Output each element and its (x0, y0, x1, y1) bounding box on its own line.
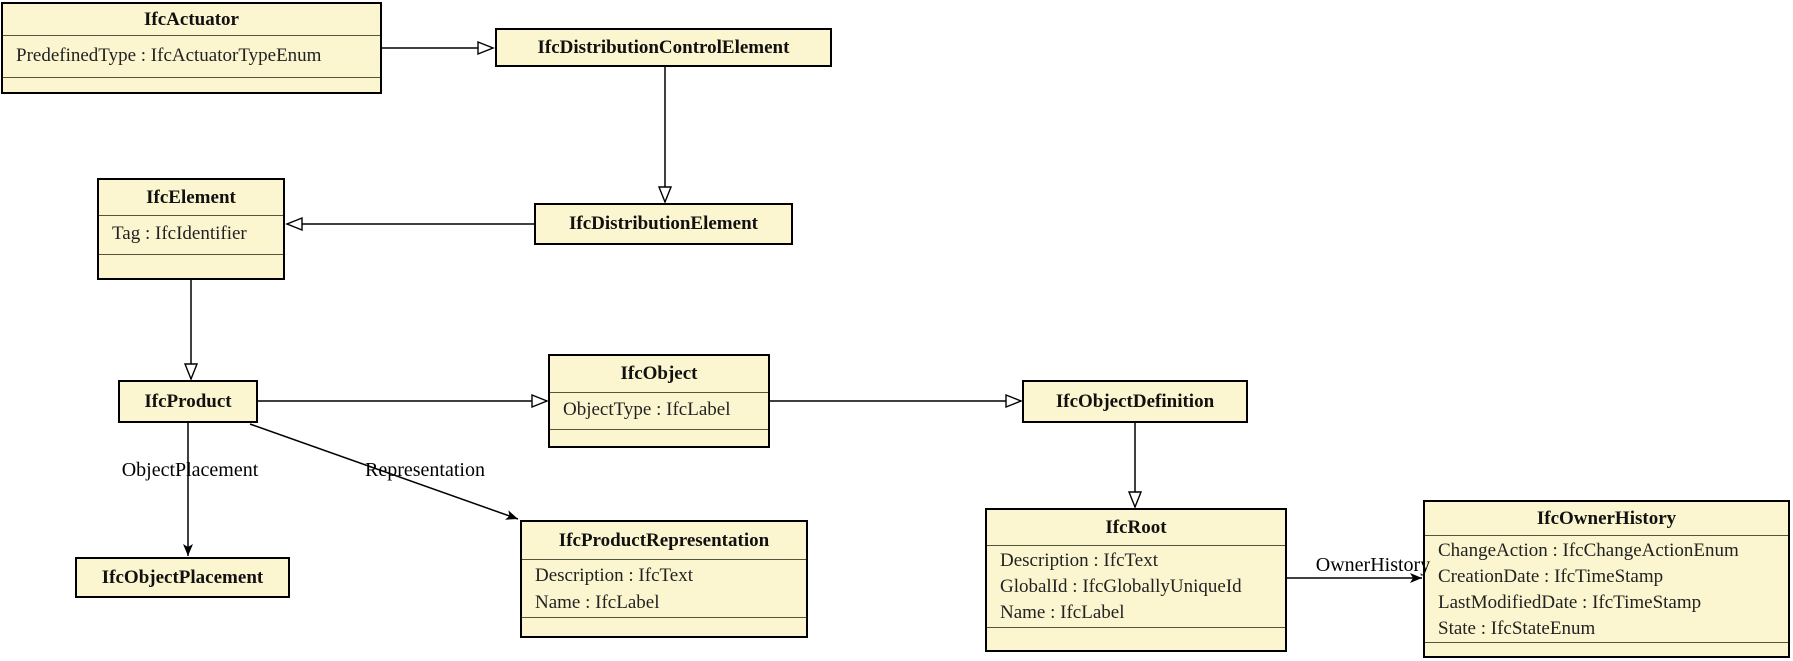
class-ifcownerhistory: IfcOwnerHistory ChangeAction : IfcChange… (1423, 500, 1790, 658)
class-ifcelement: IfcElement Tag : IfcIdentifier (97, 178, 285, 280)
class-operations-empty (99, 254, 283, 278)
edge-label-objectplacement: ObjectPlacement (121, 459, 259, 481)
attribute: ObjectType : IfcLabel (563, 399, 731, 420)
class-ifcdistributionelement: IfcDistributionElement (534, 203, 793, 245)
class-ifcobjectdefinition: IfcObjectDefinition (1022, 380, 1248, 423)
class-ifcactuator: IfcActuator PredefinedType : IfcActuator… (1, 2, 382, 94)
class-ifcobjectplacement: IfcObjectPlacement (75, 557, 290, 598)
class-operations-empty (522, 617, 806, 636)
class-title: IfcObjectDefinition (1055, 390, 1215, 412)
attribute: Name : IfcLabel (535, 592, 660, 613)
class-ifcroot: IfcRoot Description : IfcText GlobalId :… (985, 508, 1287, 652)
class-title: IfcObjectPlacement (101, 566, 264, 588)
attribute: GlobalId : IfcGloballyUniqueId (1000, 576, 1242, 597)
class-attributes: ObjectType : IfcLabel (550, 392, 768, 429)
edge-product-to-productrepresentation (249, 423, 519, 520)
class-title: IfcActuator (144, 8, 239, 30)
class-title: IfcDistributionControlElement (537, 36, 790, 58)
class-title: IfcObject (620, 363, 698, 384)
attribute: Tag : IfcIdentifier (112, 223, 247, 244)
attribute: Description : IfcText (535, 565, 694, 586)
class-ifcproductrepresentation: IfcProductRepresentation Description : I… (520, 520, 808, 638)
class-title: IfcRoot (1105, 516, 1167, 538)
class-title: IfcElement (146, 186, 236, 208)
attribute: Name : IfcLabel (1000, 602, 1125, 623)
class-ifcdistributioncontrolelement: IfcDistributionControlElement (495, 28, 832, 67)
class-title: IfcProductRepresentation (558, 529, 770, 551)
class-title: IfcProduct (144, 390, 232, 412)
class-attributes: Description : IfcText GlobalId : IfcGlob… (987, 545, 1285, 627)
attribute: State : IfcStateEnum (1438, 618, 1596, 639)
class-ifcobject: IfcObject ObjectType : IfcLabel (548, 354, 770, 448)
class-attributes: PredefinedType : IfcActuatorTypeEnum (3, 35, 380, 77)
class-operations-empty (550, 429, 768, 446)
class-attributes: Description : IfcText Name : IfcLabel (522, 559, 806, 617)
class-ifcproduct: IfcProduct (118, 380, 258, 423)
attribute: CreationDate : IfcTimeStamp (1438, 566, 1664, 587)
class-title: IfcDistributionElement (569, 213, 758, 234)
attribute: PredefinedType : IfcActuatorTypeEnum (16, 45, 322, 66)
attribute: Description : IfcText (1000, 550, 1159, 571)
class-operations-empty (987, 627, 1285, 650)
class-attributes: ChangeAction : IfcChangeActionEnum Creat… (1425, 535, 1788, 642)
class-operations-empty (3, 77, 380, 92)
class-operations-empty (1425, 642, 1788, 656)
edge-label-representation: Representation (365, 459, 485, 481)
class-attributes: Tag : IfcIdentifier (99, 215, 283, 254)
attribute: ChangeAction : IfcChangeActionEnum (1438, 540, 1739, 561)
attribute: LastModifiedDate : IfcTimeStamp (1438, 592, 1702, 613)
edge-label-ownerhistory: OwnerHistory (1315, 554, 1431, 576)
class-title: IfcOwnerHistory (1536, 507, 1677, 529)
